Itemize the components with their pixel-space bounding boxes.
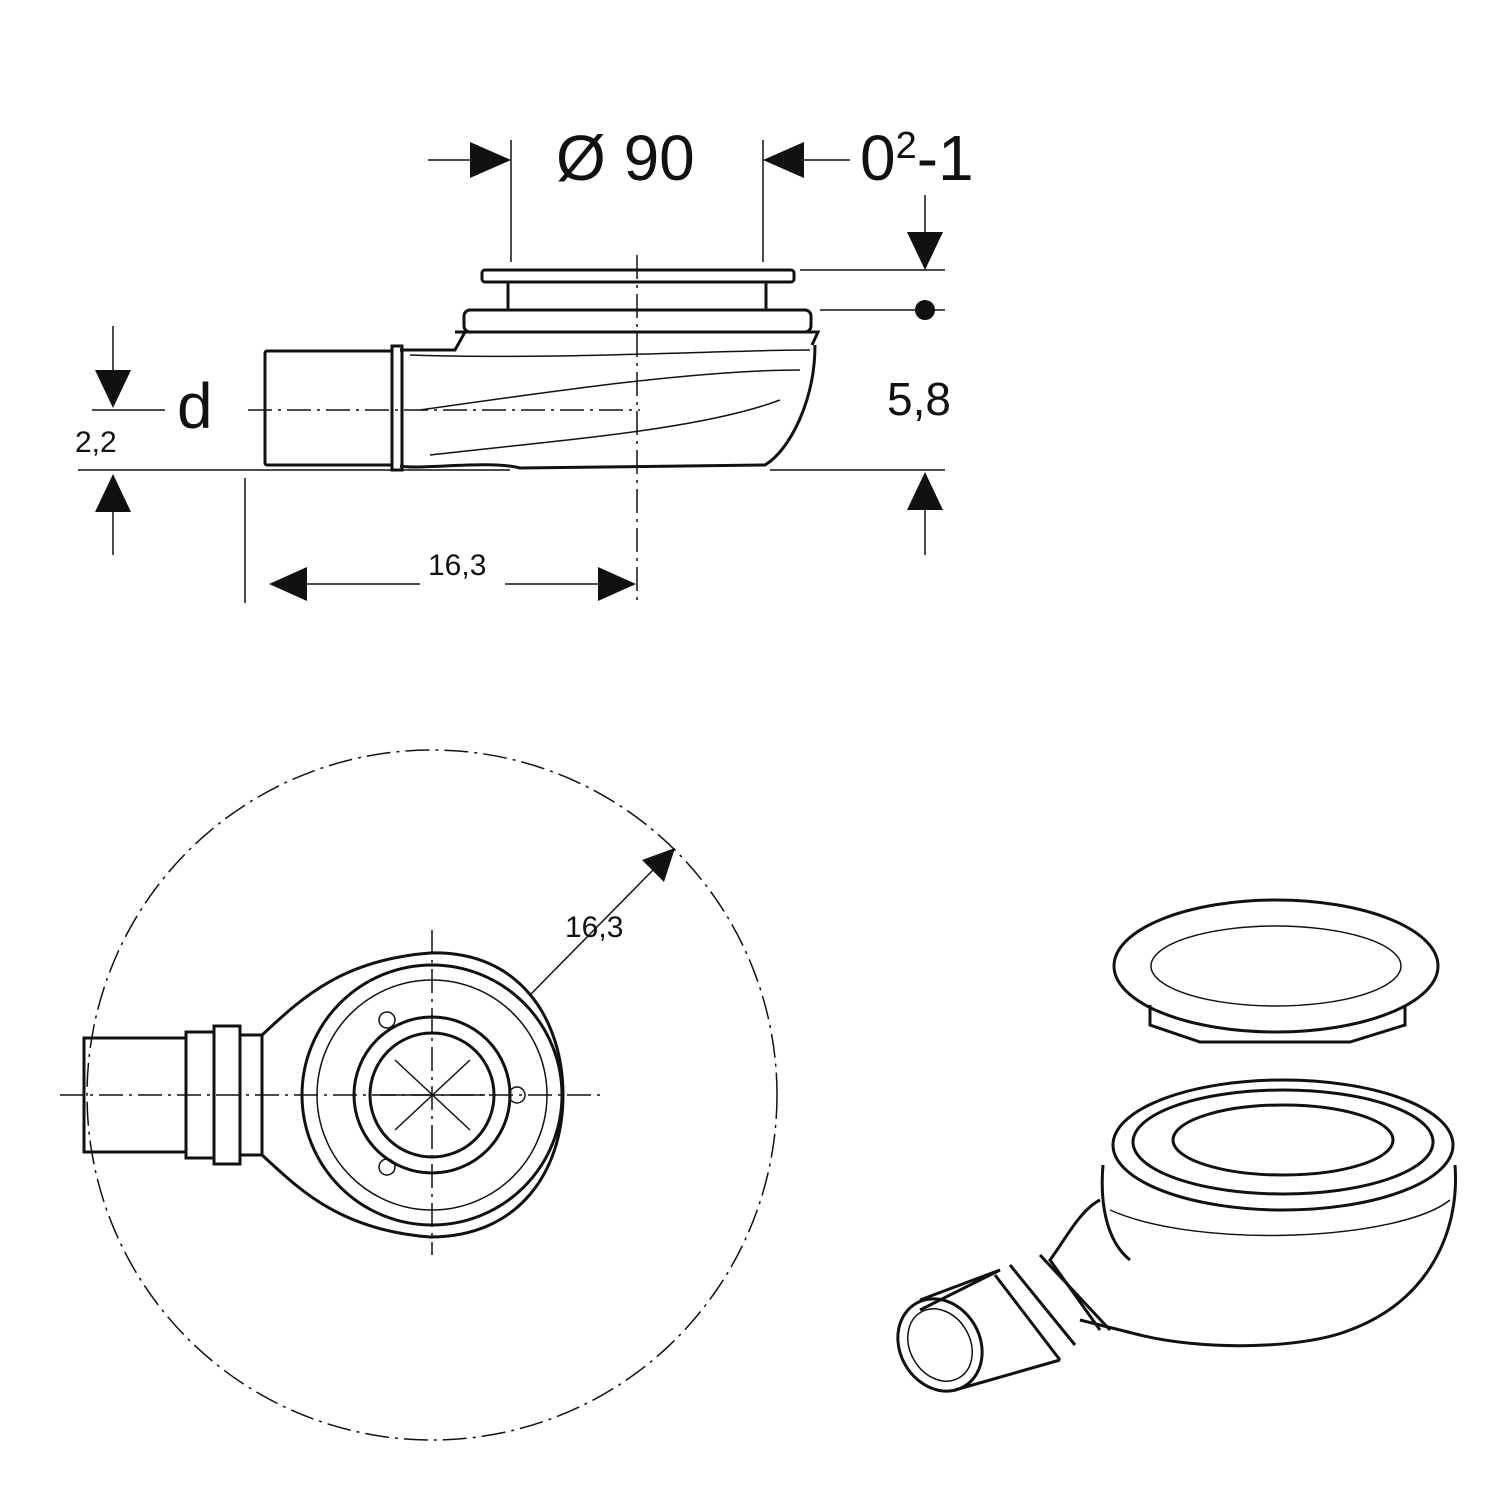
pipe-offset-label: 2,2 — [75, 426, 117, 459]
radius-label: 16,3 — [565, 911, 623, 944]
height-adjust-label: 02-1 — [860, 122, 974, 194]
diameter-label: Ø 90 — [556, 122, 695, 194]
height-adjust-tail: -1 — [917, 122, 974, 194]
height-adjust-base: 0 — [860, 122, 896, 194]
drain-top-profile — [82, 951, 565, 1239]
pipe-diameter-label: d — [177, 370, 213, 442]
drain-body — [896, 1078, 1458, 1393]
height-label: 5,8 — [887, 373, 951, 425]
arrow-icon — [763, 142, 804, 178]
height-adjust-sup: 2 — [896, 125, 917, 167]
side-view: Ø 90 02-1 5,8 d 2,2 16,3 — [75, 122, 974, 603]
clearance-circle — [86, 749, 778, 1441]
isometric-view — [896, 898, 1458, 1393]
arrow-icon — [470, 142, 511, 178]
drain-side-profile — [248, 268, 821, 472]
top-view: 16,3 — [60, 749, 778, 1441]
length-label: 16,3 — [428, 549, 486, 582]
drain-cover — [1112, 898, 1440, 1044]
